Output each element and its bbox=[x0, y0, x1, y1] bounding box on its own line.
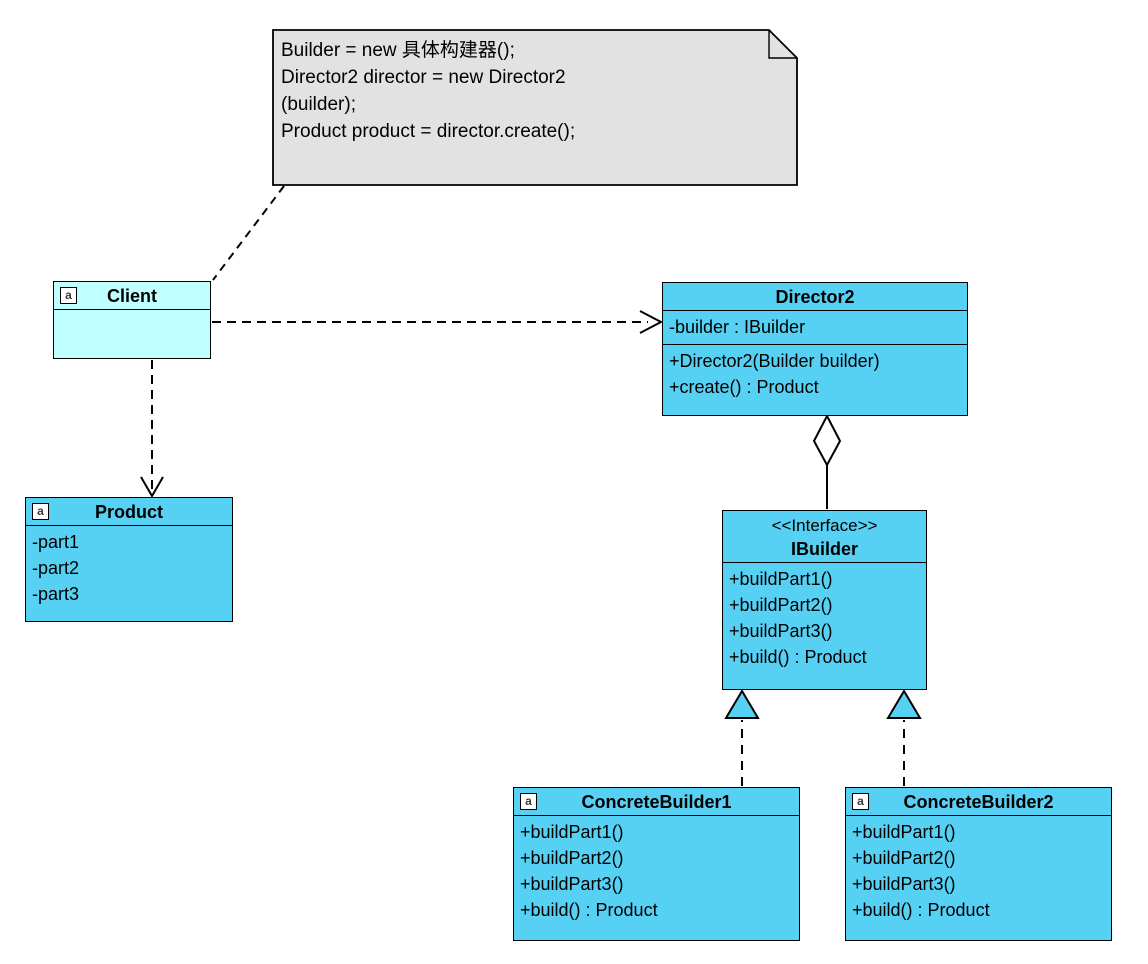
class-name: IBuilder bbox=[790, 539, 858, 559]
note-text-line: Product product = director.create(); bbox=[281, 121, 576, 142]
operation: +buildPart3() bbox=[729, 621, 833, 641]
stereotype-label: <<Interface>> bbox=[771, 516, 878, 535]
class-icon: a bbox=[852, 793, 869, 810]
dependency-client-director2[interactable] bbox=[212, 310, 664, 334]
operation: +buildPart3() bbox=[520, 874, 624, 894]
operation: +buildPart1() bbox=[852, 822, 956, 842]
class-header: <<Interface>> IBuilder bbox=[723, 511, 926, 563]
note-text-line: (builder); bbox=[281, 94, 356, 115]
aggregation-director2-ibuilder[interactable] bbox=[812, 413, 842, 509]
class-header: Director2 bbox=[663, 283, 967, 311]
attribute: -builder : IBuilder bbox=[669, 317, 806, 337]
operation: +Director2(Builder builder) bbox=[669, 351, 880, 371]
class-header: a ConcreteBuilder2 bbox=[846, 788, 1111, 816]
dependency-client-product[interactable] bbox=[140, 360, 164, 498]
operation-compartment: +Director2(Builder builder) +create() : P… bbox=[663, 345, 967, 415]
triangle-arrowhead-icon bbox=[724, 689, 760, 719]
operation-compartment: +buildPart1() +buildPart2() +buildPart3() +… bbox=[846, 816, 1111, 940]
class-box-concretebuilder2[interactable]: a ConcreteBuilder2 +buildPart1()+buildPa… bbox=[845, 787, 1112, 941]
operation-compartment: +buildPart1() +buildPart2() +buildPart3() +… bbox=[514, 816, 799, 940]
note-text-line: Builder = new 具体构建器(); bbox=[281, 40, 515, 61]
realization-concretebuilder2-ibuilder[interactable] bbox=[886, 689, 922, 786]
class-box-concretebuilder1[interactable]: a ConcreteBuilder1 +buildPart1()+buildPa… bbox=[513, 787, 800, 941]
operation: +buildPart2() bbox=[852, 848, 956, 868]
class-name: Product bbox=[94, 502, 163, 522]
class-box-director2[interactable]: Director2 -builder : IBuilder +Director2… bbox=[662, 282, 968, 416]
attribute-compartment bbox=[54, 310, 210, 358]
class-name: ConcreteBuilder2 bbox=[903, 792, 1054, 812]
operation: +build() : Product bbox=[852, 900, 990, 920]
class-icon: a bbox=[520, 793, 537, 810]
class-icon: a bbox=[60, 287, 77, 304]
class-icon: a bbox=[32, 503, 49, 520]
attribute-compartment: -part1 -part2 -part3 bbox=[26, 526, 232, 621]
operation: +build() : Product bbox=[729, 647, 867, 667]
attribute-compartment: -builder : IBuilder bbox=[663, 311, 967, 345]
operation: +buildPart1() bbox=[520, 822, 624, 842]
class-header: a Product bbox=[26, 498, 232, 526]
operation: +buildPart2() bbox=[729, 595, 833, 615]
note-fold-corner-icon bbox=[768, 30, 797, 59]
attribute: -part2 bbox=[32, 558, 80, 578]
class-box-ibuilder[interactable]: <<Interface>> IBuilder +buildPart1()+bui… bbox=[722, 510, 927, 690]
note-anchor-connector[interactable] bbox=[212, 185, 285, 281]
class-name: Director2 bbox=[775, 287, 855, 307]
class-box-product[interactable]: a Product -part1 -part2 -part3 bbox=[25, 497, 233, 622]
operation: +buildPart2() bbox=[520, 848, 624, 868]
triangle-arrowhead-icon bbox=[886, 689, 922, 719]
note-text-line: Director2 director = new Director2 bbox=[281, 67, 566, 88]
class-box-client[interactable]: a Client bbox=[53, 281, 211, 359]
uml-note-text[interactable]: Builder = new 具体构建器(); Director2 director… bbox=[281, 37, 786, 145]
class-name: Client bbox=[106, 286, 157, 306]
attribute: -part1 bbox=[32, 532, 80, 552]
attribute: -part3 bbox=[32, 584, 80, 604]
class-header: a ConcreteBuilder1 bbox=[514, 788, 799, 816]
operation: +buildPart3() bbox=[852, 874, 956, 894]
open-arrowhead-icon bbox=[639, 310, 664, 334]
operation: +create() : Product bbox=[669, 377, 819, 397]
class-name: ConcreteBuilder1 bbox=[581, 792, 732, 812]
operation: +buildPart1() bbox=[729, 569, 833, 589]
operation: +build() : Product bbox=[520, 900, 658, 920]
realization-concretebuilder1-ibuilder[interactable] bbox=[724, 689, 760, 786]
class-header: a Client bbox=[54, 282, 210, 310]
uml-note-shape[interactable] bbox=[272, 29, 798, 186]
operation-compartment: +buildPart1() +buildPart2() +buildPart3() +… bbox=[723, 563, 926, 689]
hollow-diamond-icon bbox=[812, 413, 842, 468]
open-arrowhead-icon bbox=[140, 476, 164, 498]
